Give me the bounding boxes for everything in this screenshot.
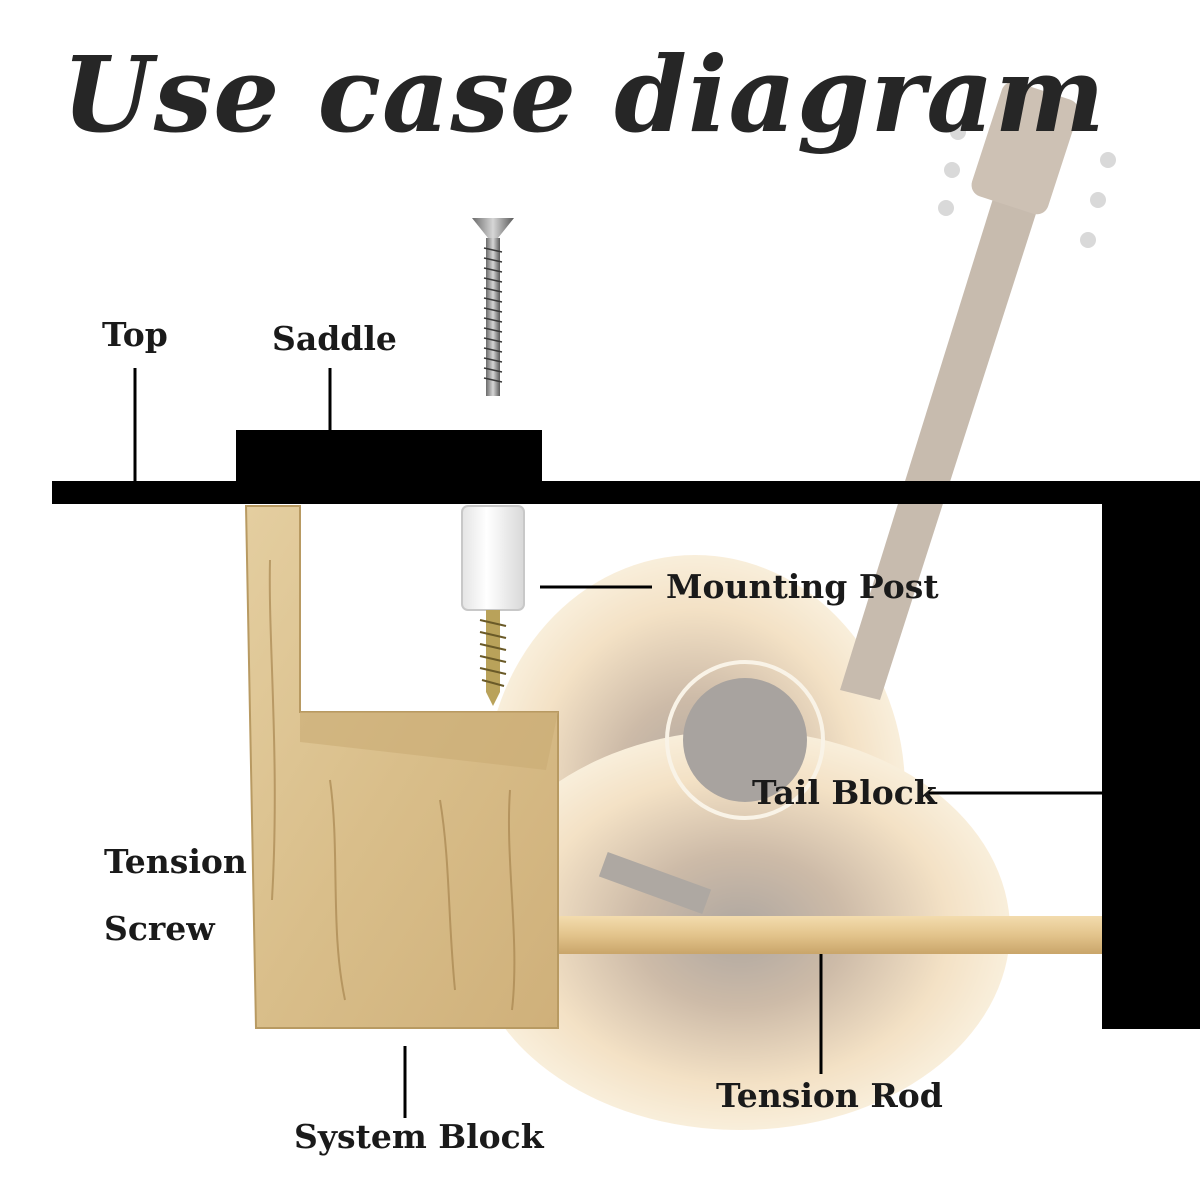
label-system-block: System Block: [294, 1117, 544, 1156]
page-title: Use case diagram: [62, 33, 1106, 156]
machine-screw: [472, 218, 514, 396]
label-tension-rod: Tension Rod: [716, 1076, 943, 1115]
label-top: Top: [102, 315, 168, 354]
label-tail-block: Tail Block: [752, 773, 937, 812]
label-mounting-post: Mounting Post: [666, 567, 939, 606]
label-tension-screw-line2: Screw: [104, 909, 215, 948]
label-tension-screw-line1: Tension: [104, 842, 247, 881]
tail-block-shape: [1102, 481, 1200, 1029]
label-saddle: Saddle: [272, 319, 397, 358]
saddle-shape: [236, 430, 542, 482]
leader-lines: [133, 368, 1102, 1118]
mounting-post-shape: [461, 505, 525, 706]
tension-rod-shape: [550, 916, 1102, 954]
system-block-shape: [244, 505, 559, 1029]
top-plate: [52, 481, 1102, 504]
